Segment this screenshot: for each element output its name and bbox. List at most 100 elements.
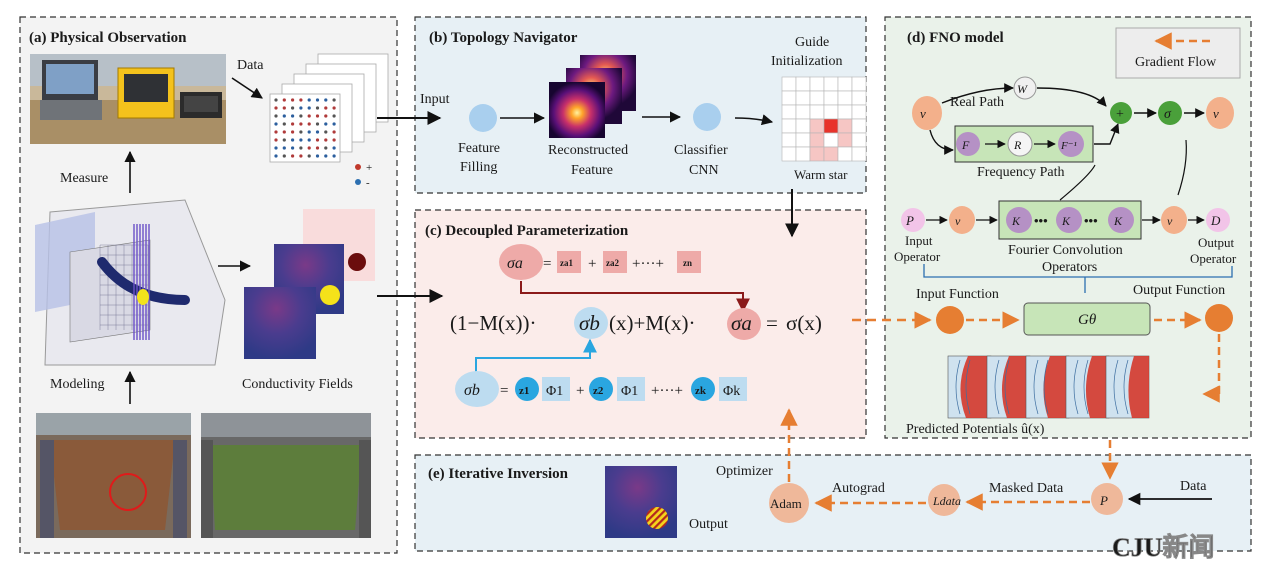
main-eq-sigma-b: σb xyxy=(579,311,600,335)
plus-node-label: + xyxy=(1116,107,1124,122)
eq-equals-a: = xyxy=(543,256,551,272)
real-path-label: Real Path xyxy=(950,95,1004,110)
sigma-a-node xyxy=(499,244,543,280)
eq-equals-b: = xyxy=(500,383,508,399)
k3-label: K xyxy=(1113,214,1123,228)
legend-plus-dot xyxy=(355,164,361,170)
input-operator-line2: Operator xyxy=(894,249,941,264)
sigma-a-connector xyxy=(520,281,750,313)
output-operator-line2: Operator xyxy=(1190,251,1237,266)
site-photo-1 xyxy=(36,413,191,538)
ldata-node xyxy=(928,484,960,516)
k2-label: K xyxy=(1061,214,1071,228)
output-operator-line1: Output xyxy=(1198,235,1235,250)
predicted-label: Predicted Potentials û(x) xyxy=(906,422,1045,437)
za2-box xyxy=(603,251,627,273)
sigma-b-node xyxy=(455,371,499,407)
sigma-b-connector xyxy=(475,338,597,374)
guide-line1: Guide xyxy=(795,35,829,50)
input-function-label: Input Function xyxy=(916,287,999,302)
output-map xyxy=(605,466,677,538)
main-eq-lhs: (1−M(x))· xyxy=(450,311,536,335)
reconstructed-feature-maps xyxy=(549,55,636,138)
legend-plus-label: + xyxy=(366,162,372,174)
gradient-flow-label: Gradient Flow xyxy=(1135,55,1217,70)
za2-label: za2 xyxy=(606,258,619,268)
data-arrow xyxy=(231,77,263,99)
panel-a-title: (a) Physical Observation xyxy=(29,30,187,46)
p-node-e xyxy=(1091,483,1123,515)
z2-node xyxy=(589,377,613,401)
data-label: Data xyxy=(237,58,264,73)
feature-filling-node xyxy=(469,104,497,132)
main-eq-rhs: σ(x) xyxy=(786,311,822,335)
panel-d-title: (d) FNO model xyxy=(907,30,1004,46)
conductivity-fields xyxy=(244,209,375,359)
fields-label: Conductivity Fields xyxy=(242,377,353,392)
p-label-e: P xyxy=(1099,493,1108,508)
frequency-path-label: Frequency Path xyxy=(977,165,1064,180)
zan-box xyxy=(677,251,701,273)
input-function-node xyxy=(936,306,964,334)
sigma-a-label: σa xyxy=(507,255,523,272)
zk-node xyxy=(691,377,715,401)
watermark: CJU新闻 xyxy=(1112,532,1215,562)
legend-minus-dot xyxy=(355,179,361,185)
z1-label: z1 xyxy=(519,385,529,397)
panel-b-title: (b) Topology Navigator xyxy=(429,30,578,46)
d-op-label: D xyxy=(1210,213,1221,228)
fourier-ops-line2: Operators xyxy=(1042,260,1097,275)
v-in-label: v xyxy=(920,106,926,121)
eq-dots-b: +···+ xyxy=(651,383,683,399)
classifier-line1: Classifier xyxy=(674,143,728,158)
p-op-label: P xyxy=(905,213,914,228)
k-dots-1: ••• xyxy=(1034,213,1048,228)
phik-label: Φk xyxy=(723,384,740,399)
eq-dots-a: +···+ xyxy=(632,256,664,272)
classifier-node xyxy=(693,103,721,131)
guide-line2: Initialization xyxy=(771,54,843,69)
gradient-flow-legend xyxy=(1115,27,1241,79)
g-theta-label: Gθ xyxy=(1078,312,1097,328)
feature-filling-line1: Feature xyxy=(458,141,500,156)
phik-box xyxy=(719,377,747,401)
w-label: W xyxy=(1017,82,1028,96)
zan-label: zn xyxy=(683,258,692,268)
3d-model xyxy=(35,199,226,366)
zk-label: zk xyxy=(695,385,707,397)
reconstructed-line1: Reconstructed xyxy=(548,143,628,158)
f-label: F xyxy=(961,138,970,152)
guide-grid xyxy=(781,76,867,162)
adam-node xyxy=(769,483,809,523)
input-operator-line1: Input xyxy=(905,233,933,248)
v0-label: v xyxy=(955,214,961,228)
optimizer-label: Optimizer xyxy=(716,464,773,479)
adam-label: Adam xyxy=(770,496,802,511)
fourier-ops-line1: Fourier Convolution xyxy=(1008,243,1123,258)
r-label: R xyxy=(1013,138,1022,152)
main-eq-sigma-a: σa xyxy=(731,311,752,335)
panel-e-title: (e) Iterative Inversion xyxy=(428,466,569,482)
sigma-node-label: σ xyxy=(1164,107,1172,122)
za1-box xyxy=(557,251,581,273)
z2-label: z2 xyxy=(593,385,604,397)
measure-label: Measure xyxy=(60,171,108,186)
warm-start-label: Warm star xyxy=(794,167,848,182)
measurement-photo xyxy=(30,54,226,144)
phi1-label-1: Φ1 xyxy=(546,384,563,399)
k-dots-2: ••• xyxy=(1084,213,1098,228)
reconstructed-line2: Feature xyxy=(571,163,613,178)
vt-label: v xyxy=(1167,214,1173,228)
output-function-label: Output Function xyxy=(1133,283,1225,298)
main-eq-equals: = xyxy=(766,311,778,335)
z1-node xyxy=(515,377,539,401)
legend-minus-label: - xyxy=(366,177,370,189)
fno-top-block: v W Real Path F R F⁻¹ Frequency Path + σ… xyxy=(912,76,1234,201)
feature-filling-line2: Filling xyxy=(460,160,497,175)
ldata-label: Ldata xyxy=(932,494,961,508)
main-eq-mid: (x)+M(x)· xyxy=(609,311,695,335)
output-label: Output xyxy=(689,517,728,532)
phi1-box-1 xyxy=(542,377,570,401)
phi1-box-2 xyxy=(617,377,645,401)
